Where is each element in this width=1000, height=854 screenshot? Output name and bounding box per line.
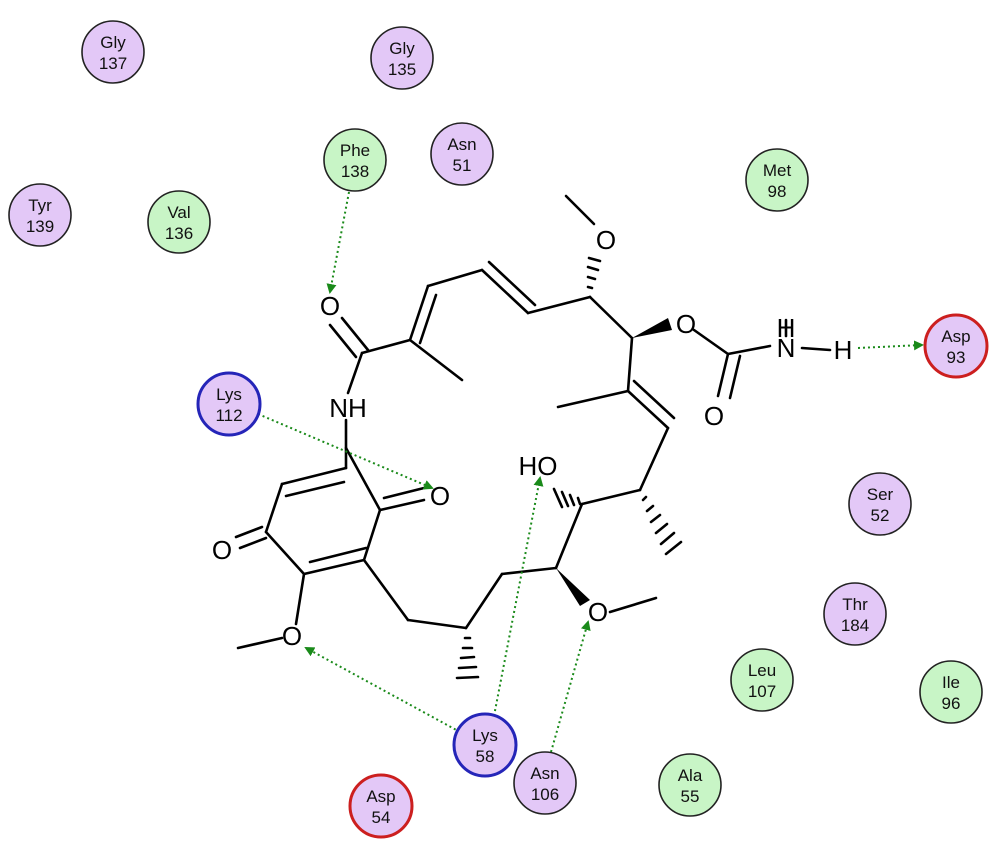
carbamate-oxygen-label: O: [676, 309, 696, 339]
residue-disc: [147, 190, 211, 254]
residue-name: Thr: [842, 595, 868, 614]
residue-disc: [323, 128, 387, 192]
residue-gly137: Gly 137: [81, 20, 145, 84]
residue-lys58: Lys 58: [452, 712, 518, 778]
residue-disc: [452, 712, 518, 778]
residue-number: 52: [871, 506, 890, 525]
residue-disc: [370, 26, 434, 90]
residue-asn51: Asn 51: [430, 122, 494, 186]
residue-number: 139: [26, 217, 54, 236]
ring-methoxy-oxygen-label: O: [282, 621, 302, 651]
residue-asp93: Asp 93: [923, 313, 989, 379]
carbamate-n-label: N: [777, 333, 796, 363]
residue-name: Asn: [530, 764, 559, 783]
residue-name: Asp: [366, 787, 395, 806]
residue-name: Asp: [941, 327, 970, 346]
residue-gly135: Gly 135: [370, 26, 434, 90]
hbond-phe138: [326, 191, 350, 294]
residue-met98: Met 98: [745, 148, 809, 212]
residue-disc: [923, 313, 989, 379]
chain-methoxy-oxygen-label: O: [588, 597, 608, 627]
amide-oxygen-label: O: [320, 291, 340, 321]
residue-name: Leu: [748, 661, 776, 680]
residue-phe138: Phe 138: [323, 128, 387, 192]
residue-asp54: Asp 54: [348, 773, 414, 839]
residue-ile96: Ile 96: [919, 660, 983, 724]
residue-ala55: Ala 55: [658, 753, 722, 817]
amide-nh-label: NH: [329, 393, 367, 423]
residue-number: 138: [341, 162, 369, 181]
residue-name: Asn: [447, 135, 476, 154]
carbamate-nh-h-label: H: [777, 313, 796, 343]
residue-tyr139: Tyr 139: [8, 183, 72, 247]
residue-disc: [919, 660, 983, 724]
residue-name: Gly: [100, 33, 126, 52]
residue-number: 55: [681, 787, 700, 806]
residue-number: 98: [768, 182, 787, 201]
hbond-asp93: [857, 340, 924, 351]
molecule-structure: [234, 194, 832, 680]
residue-disc: [658, 753, 722, 817]
residue-number: 54: [372, 808, 391, 827]
hbond-lys112: [257, 413, 434, 490]
residue-disc: [513, 751, 577, 815]
carbamate-carbonyl-oxygen-label: O: [704, 401, 724, 431]
residue-disc: [745, 148, 809, 212]
residue-number: 96: [942, 694, 961, 713]
residue-lys112: Lys 112: [196, 371, 262, 437]
carbamate-h-label: H: [834, 335, 853, 365]
residue-asn106: Asn 106: [513, 751, 577, 815]
quinone-oxygen-right-label: O: [430, 481, 450, 511]
residue-disc: [730, 648, 794, 712]
residue-name: Lys: [216, 385, 242, 404]
residue-ser52: Ser 52: [848, 472, 912, 536]
atom-labels: O NH O O H N H O O O HO O O: [212, 225, 853, 651]
residue-disc: [430, 122, 494, 186]
residue-name: Phe: [340, 141, 370, 160]
residue-name: Ser: [867, 485, 894, 504]
residue-number: 107: [748, 682, 776, 701]
hbond-asn106: [550, 620, 591, 753]
residue-number: 106: [531, 785, 559, 804]
residue-number: 51: [453, 156, 472, 175]
hbond-lys58-hydroxyl: [493, 476, 544, 717]
residue-disc: [823, 582, 887, 646]
residue-disc: [196, 371, 262, 437]
hydrogen-bonds: [257, 191, 924, 753]
residue-number: 58: [476, 747, 495, 766]
residue-leu107: Leu 107: [730, 648, 794, 712]
quinone-oxygen-left-label: O: [212, 535, 232, 565]
residue-disc: [81, 20, 145, 84]
methoxy-top-oxygen-label: O: [596, 225, 616, 255]
residue-thr184: Thr 184: [823, 582, 887, 646]
hydroxyl-label: HO: [519, 451, 558, 481]
residue-name: Val: [167, 203, 190, 222]
residue-number: 112: [215, 406, 242, 425]
hbond-lys58-methoxy: [304, 647, 461, 733]
residue-number: 135: [388, 60, 416, 79]
residue-name: Gly: [389, 39, 415, 58]
residue-name: Ile: [942, 673, 960, 692]
residue-number: 93: [947, 348, 966, 367]
residue-disc: [348, 773, 414, 839]
residue-disc: [8, 183, 72, 247]
residue-number: 184: [841, 616, 869, 635]
residue-name: Ala: [678, 766, 703, 785]
residue-name: Tyr: [28, 196, 52, 215]
residue-disc: [848, 472, 912, 536]
residue-name: Lys: [472, 726, 498, 745]
residue-name: Met: [763, 161, 792, 180]
residue-number: 136: [165, 224, 193, 243]
residue-val136: Val 136: [147, 190, 211, 254]
residue-number: 137: [99, 54, 127, 73]
